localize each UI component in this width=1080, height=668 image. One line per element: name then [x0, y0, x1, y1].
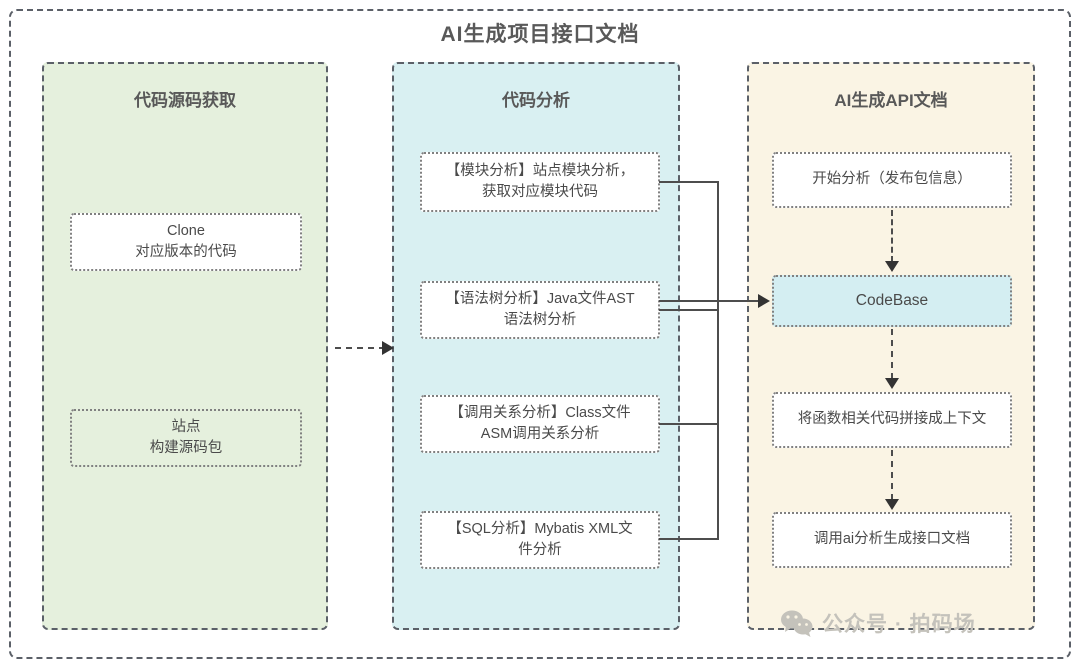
edge-analysis-bus: [717, 181, 719, 539]
node-sql-line1: 【SQL分析】Mybatis XML文: [447, 520, 633, 537]
edge-module-to-bus: [659, 181, 719, 183]
node-ast-analysis[interactable]: 【语法树分析】Java文件AST 语法树分析: [420, 281, 660, 339]
lane-source-code-fetch: 代码源码获取: [42, 62, 328, 630]
node-build-context[interactable]: 将函数相关代码拼接成上下文: [772, 392, 1012, 448]
node-sql-line2: 件分析: [518, 542, 562, 558]
node-start-analysis[interactable]: 开始分析（发布包信息）: [772, 152, 1012, 208]
node-start-label: 开始分析（发布包信息）: [812, 171, 972, 188]
edge-codebase-to-context-arrow-icon: [885, 378, 899, 389]
node-context-label: 将函数相关代码拼接成上下文: [797, 411, 987, 428]
edge-bus-to-codebase: [659, 300, 763, 302]
diagram-title: AI生成项目接口文档: [440, 23, 640, 46]
lane-analysis-title: 代码分析: [502, 91, 570, 110]
edge-call-to-bus: [659, 423, 719, 425]
edge-source-to-analysis-arrow-icon: [382, 341, 394, 355]
node-site-pkg-line1: 站点: [171, 418, 201, 435]
node-module-analysis[interactable]: 【模块分析】站点模块分析， 获取对应模块代码: [420, 152, 660, 212]
node-codebase-label: CodeBase: [855, 291, 929, 309]
edge-codebase-to-context: [891, 329, 893, 379]
diagram-outer-frame: [9, 9, 1071, 659]
edge-start-to-codebase: [891, 210, 893, 262]
edge-start-to-codebase-arrow-icon: [885, 261, 899, 272]
node-ast-line1: 【语法树分析】Java文件AST: [445, 290, 635, 307]
node-sql-analysis[interactable]: 【SQL分析】Mybatis XML文 件分析: [420, 511, 660, 569]
edge-context-to-gendoc-arrow-icon: [885, 499, 899, 510]
edge-sql-to-bus: [659, 538, 719, 540]
node-gendoc-label: 调用ai分析生成接口文档: [813, 531, 971, 548]
lane-apidoc-title: AI生成API文档: [834, 91, 948, 110]
node-module-line2: 获取对应模块代码: [482, 184, 598, 200]
node-call-line1: 【调用关系分析】Class文件: [449, 404, 631, 421]
node-codebase[interactable]: CodeBase: [772, 275, 1012, 327]
node-site-pkg-line2: 构建源码包: [149, 440, 223, 456]
edge-source-to-analysis: [335, 347, 385, 349]
node-generate-doc[interactable]: 调用ai分析生成接口文档: [772, 512, 1012, 568]
node-ast-line2: 语法树分析: [503, 312, 577, 328]
node-call-line2: ASM调用关系分析: [480, 426, 600, 442]
node-clone[interactable]: Clone 对应版本的代码: [70, 213, 302, 271]
node-site-build-package[interactable]: 站点 构建源码包: [70, 409, 302, 467]
edge-bus-to-codebase-arrow-icon: [758, 294, 770, 308]
node-clone-line2: 对应版本的代码: [135, 244, 237, 260]
edge-ast-to-bus: [659, 309, 719, 311]
node-module-line1: 【模块分析】站点模块分析，: [445, 162, 635, 179]
node-clone-line1: Clone: [167, 222, 205, 239]
lane-source-title: 代码源码获取: [134, 91, 236, 110]
edge-context-to-gendoc: [891, 450, 893, 500]
node-call-relation-analysis[interactable]: 【调用关系分析】Class文件 ASM调用关系分析: [420, 395, 660, 453]
